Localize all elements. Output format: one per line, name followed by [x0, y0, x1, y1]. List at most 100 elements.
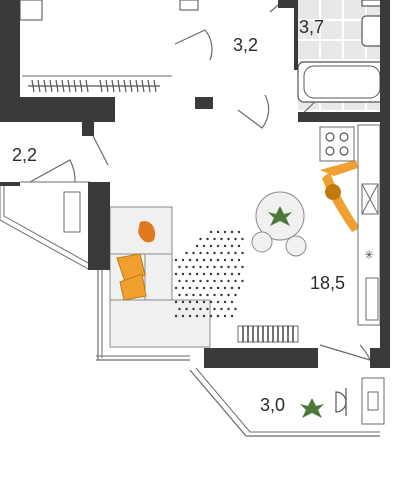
balcony-outline-inner — [195, 367, 380, 433]
rug-dot — [199, 251, 202, 255]
rug-dot — [237, 230, 241, 234]
rug-dot — [195, 272, 199, 276]
cushion-icon-2 — [119, 273, 147, 301]
rug-dot — [209, 286, 213, 290]
rug-dot — [199, 293, 202, 297]
room-area-bathroom: 3,7 — [299, 17, 325, 37]
rug-dot — [227, 237, 230, 241]
rug-dot — [223, 272, 227, 276]
rug-dot — [234, 265, 237, 269]
rug-dot — [188, 300, 192, 304]
plant-icon — [268, 206, 292, 226]
rug-dot — [206, 237, 209, 241]
sofa-extension — [109, 299, 211, 348]
label-bg-living — [308, 272, 354, 294]
rug-dot — [181, 314, 185, 318]
rug-dot — [230, 314, 234, 318]
kitchen-counter — [357, 124, 381, 326]
rug-dot — [181, 300, 185, 304]
rug-dot — [185, 279, 188, 283]
rug-dot — [227, 251, 230, 255]
rug-dot — [195, 300, 199, 304]
room-area-hall: 3,2 — [233, 35, 259, 55]
rug-dot — [213, 293, 216, 297]
rug-dot — [223, 258, 227, 262]
rug-dot — [223, 244, 227, 248]
rug-dot — [195, 258, 199, 262]
rug-dot — [185, 265, 188, 269]
rug-dot — [230, 244, 234, 248]
rug-dot — [220, 265, 223, 269]
person-icon — [320, 160, 360, 232]
rug-dot — [227, 279, 230, 283]
rug-dot — [195, 286, 199, 290]
rug-dot — [209, 272, 213, 276]
rug-dot — [178, 265, 181, 269]
chair-left — [251, 231, 273, 253]
rug-dot — [174, 314, 178, 318]
rug-dot — [220, 251, 223, 255]
room-area-living: 18,5 — [310, 273, 346, 293]
rug-dot — [230, 300, 234, 304]
rug-dot — [199, 279, 202, 283]
rug-dot — [181, 286, 185, 290]
rug-dot — [213, 279, 216, 283]
rug-dot — [237, 244, 241, 248]
rug-dot — [216, 314, 220, 318]
balcony-cabinet — [361, 377, 385, 425]
storage-outline-inner — [3, 185, 91, 265]
rug-dot — [192, 279, 195, 283]
rug-dot — [241, 279, 244, 283]
room-area-storage: 2,2 — [12, 145, 38, 165]
rug-dot — [188, 258, 192, 262]
rug-dot — [174, 272, 178, 276]
fridge — [365, 277, 379, 321]
sink-cross — [361, 183, 379, 215]
rug-dot — [181, 258, 185, 262]
rug-dot — [213, 237, 216, 241]
rug-dot — [185, 251, 188, 255]
dotted-rug — [174, 230, 244, 318]
rug-dot — [234, 279, 237, 283]
radiator-top — [28, 79, 160, 93]
rug-dot — [227, 307, 230, 311]
rug-dot — [192, 307, 195, 311]
lamp-icon — [335, 391, 347, 413]
rug-dot — [195, 244, 199, 248]
balcony-cabinet-inner — [367, 391, 379, 411]
rug-dot — [199, 265, 202, 269]
rug-dot — [202, 286, 206, 290]
rug-dot — [216, 272, 220, 276]
rug-dot — [230, 230, 234, 234]
rug-dot — [209, 230, 213, 234]
rug-dot — [213, 307, 216, 311]
rug-dot — [188, 314, 192, 318]
rug-dot — [241, 237, 244, 241]
rug-dot — [220, 237, 223, 241]
rug-dot — [178, 293, 181, 297]
hob — [319, 126, 355, 162]
rug-dot — [199, 307, 202, 311]
rug-dot — [220, 293, 223, 297]
rug-dot — [178, 307, 181, 311]
rug-dot — [209, 244, 213, 248]
bathtub-inner — [303, 65, 381, 99]
rug-dot — [216, 258, 220, 262]
rug-dot — [192, 265, 195, 269]
rug-dot — [174, 258, 178, 262]
rug-dot — [174, 300, 178, 304]
rug-dot — [202, 258, 206, 262]
rug-dot — [174, 286, 178, 290]
rug-dot — [202, 272, 206, 276]
rug-dot — [227, 293, 230, 297]
rug-dot — [209, 300, 213, 304]
chair-right — [285, 235, 307, 257]
walls — [0, 0, 390, 368]
room-area-balcony: 3,0 — [260, 395, 286, 415]
rug-dot — [220, 279, 223, 283]
appliance-icon: ✳ — [364, 248, 374, 262]
rug-dot — [206, 279, 209, 283]
rug-dot — [202, 300, 206, 304]
rug-dot — [202, 314, 206, 318]
rug-dot — [206, 251, 209, 255]
